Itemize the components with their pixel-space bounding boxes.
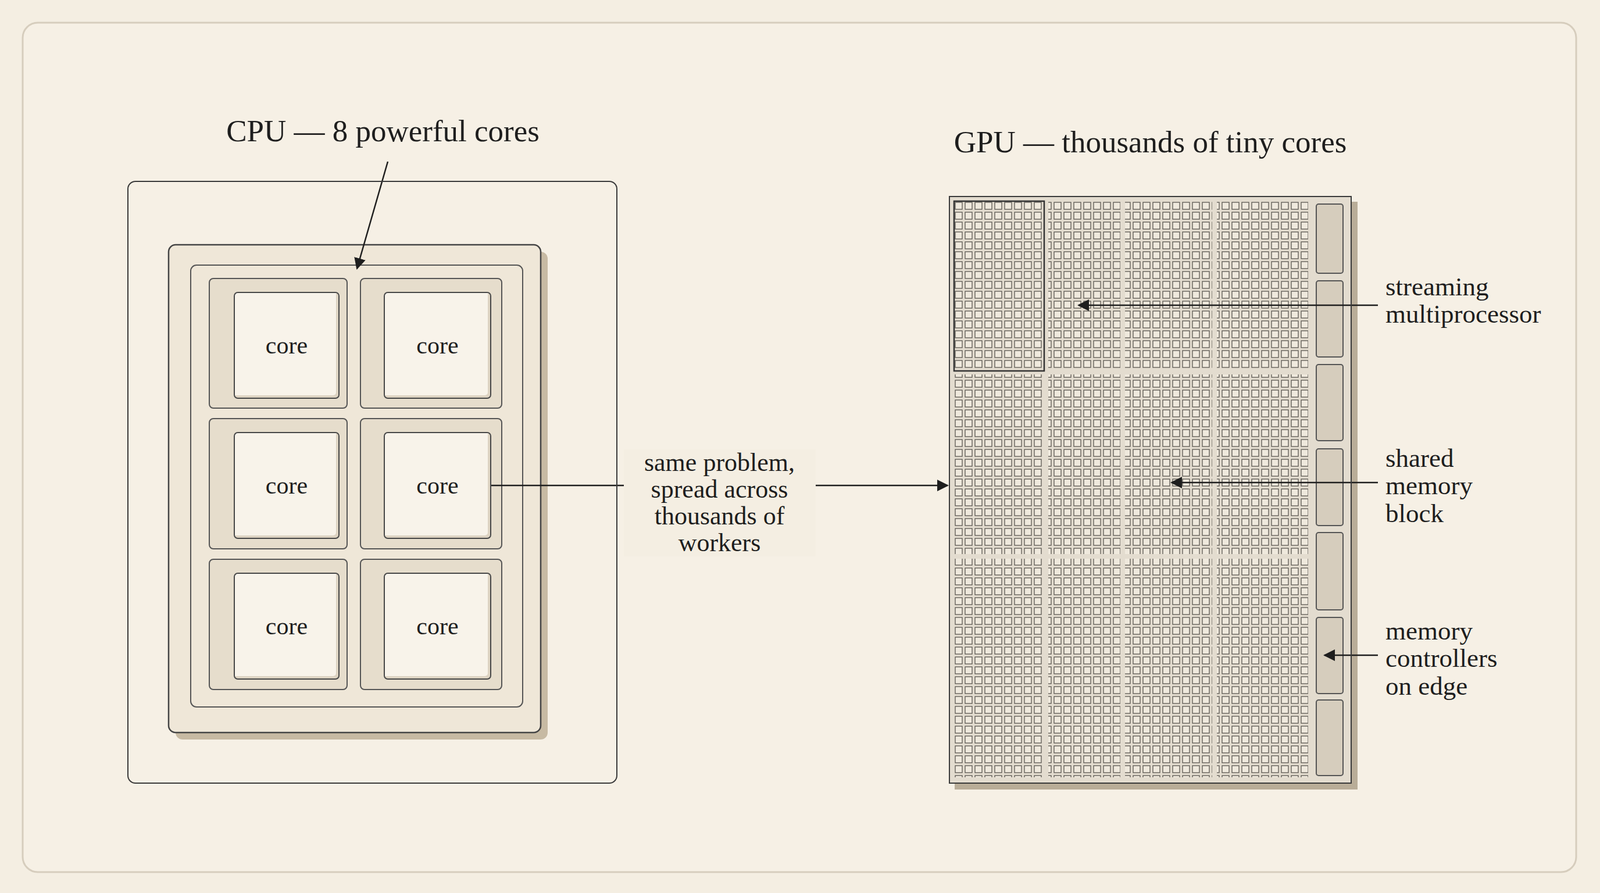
- core-label: core: [265, 612, 308, 641]
- page-panel: [22, 22, 1577, 873]
- edge-label: same problem, spread across thousands of…: [623, 449, 816, 557]
- core-label: core: [416, 471, 459, 500]
- callout-label: streaming multiprocessor: [1385, 273, 1578, 329]
- core-sockets: [209, 278, 502, 690]
- core-label: core: [265, 471, 308, 500]
- cpu-core: core: [233, 291, 340, 399]
- memory-controllers: [1316, 204, 1344, 776]
- cpu-frame: CPU — 8 powerful corescorecorecorecoreco…: [127, 180, 618, 784]
- heading-leader: [356, 161, 388, 269]
- chip-shadow: [954, 201, 1358, 790]
- block-gaps: [954, 201, 1309, 778]
- core-label: core: [265, 331, 308, 360]
- chip-heading: CPU — 8 powerful cores: [138, 113, 627, 149]
- streaming-multiprocessor-outline: [954, 201, 1045, 371]
- cpu-core: core: [383, 291, 492, 399]
- cpu-die: [190, 265, 523, 707]
- core-label: core: [416, 612, 459, 641]
- cpu-core: core: [383, 572, 492, 680]
- callout-label: shared memory block: [1385, 444, 1525, 528]
- gpu-chip-box: GPU — thousands of tiny cores: [948, 195, 1352, 784]
- gpu-chip: [948, 195, 1352, 784]
- chip-shadow: [175, 251, 548, 740]
- cpu-chip: [168, 244, 541, 733]
- callout-label: memory controllers on edge: [1385, 617, 1525, 700]
- cpu-core: core: [233, 431, 340, 539]
- cpu-core: core: [233, 572, 340, 680]
- chip-heading: GPU — thousands of tiny cores: [950, 124, 1351, 160]
- cpu-core: core: [383, 431, 492, 539]
- callout-leaders: [1078, 305, 1378, 656]
- core-label: core: [416, 331, 459, 360]
- core-grid: [954, 201, 1309, 778]
